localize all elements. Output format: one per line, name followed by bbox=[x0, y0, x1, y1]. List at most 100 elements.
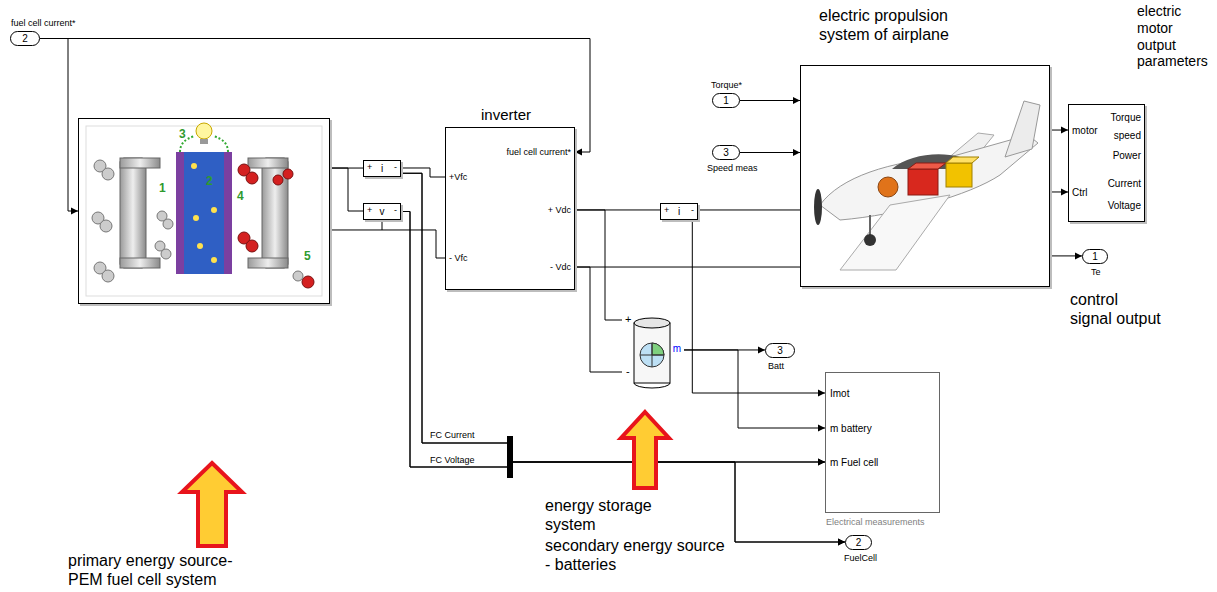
signal-name: FC Current bbox=[430, 430, 475, 441]
battery-block: +-m bbox=[622, 313, 684, 390]
signal-line bbox=[330, 168, 363, 211]
terminal-label: + bbox=[367, 162, 372, 173]
wire bbox=[684, 350, 825, 428]
terminal-label: - bbox=[691, 205, 694, 216]
port-number: 2 bbox=[846, 537, 871, 549]
block-heading: electric motor output parameters bbox=[1137, 3, 1213, 70]
signal-line bbox=[1050, 252, 1082, 259]
annotation: primary energy source- PEM fuel cell sys… bbox=[68, 551, 253, 589]
arrow-head bbox=[1061, 127, 1068, 134]
signal-line bbox=[401, 168, 445, 177]
arrow-head bbox=[818, 459, 825, 466]
wire bbox=[740, 100, 800, 101]
callout-number: 4 bbox=[237, 189, 244, 203]
arrow-head bbox=[838, 539, 845, 546]
port-label: motor bbox=[1072, 125, 1098, 137]
terminal-label: - bbox=[394, 162, 397, 173]
block-name: Electrical measurements bbox=[826, 517, 925, 528]
wire bbox=[330, 168, 363, 211]
signal-line bbox=[575, 210, 622, 320]
port-label: - Vdc bbox=[550, 262, 571, 273]
bus-selector: electric motor output parametersmotorCtr… bbox=[1068, 104, 1145, 222]
arrow-head bbox=[818, 390, 825, 397]
terminal-label: - bbox=[394, 205, 397, 216]
callout-number: 1 bbox=[159, 181, 166, 195]
signal-line bbox=[330, 230, 445, 258]
port-name: Te bbox=[1091, 267, 1101, 278]
arrow-head bbox=[818, 459, 825, 466]
airplane-illustration bbox=[800, 65, 1050, 287]
current-sensor: +i- bbox=[660, 203, 698, 220]
signal-name: Voltage bbox=[1108, 200, 1141, 212]
inport-block: 3Speed meas bbox=[712, 145, 740, 160]
signal-line bbox=[575, 267, 622, 372]
port-label: m battery bbox=[830, 423, 872, 435]
mux-bar bbox=[507, 436, 513, 478]
signal-name: speed bbox=[1114, 130, 1141, 142]
annotation: energy storage system bbox=[545, 496, 675, 534]
callout-number: 3 bbox=[179, 127, 186, 141]
signal-name: Power bbox=[1113, 150, 1141, 162]
port-name: FuelCell bbox=[844, 553, 877, 564]
signal-line bbox=[740, 97, 800, 104]
battery-illustration bbox=[634, 318, 670, 388]
port-name: Batt bbox=[768, 361, 784, 372]
block-heading: electric propulsion system of airplane bbox=[819, 6, 969, 44]
port-name: Speed meas bbox=[707, 163, 758, 174]
arrow-head bbox=[1061, 188, 1068, 195]
wire bbox=[40, 39, 78, 212]
inport-block: fuel cell current*2 bbox=[10, 31, 40, 46]
signal-name: Torque bbox=[1110, 112, 1141, 124]
arrow-head bbox=[758, 346, 765, 353]
signal-name: FC Voltage bbox=[430, 455, 475, 466]
terminal-label: + bbox=[367, 205, 372, 216]
port-label: m Fuel cell bbox=[830, 457, 878, 469]
port-name: Torque* bbox=[711, 80, 742, 91]
arrow-head bbox=[838, 539, 845, 546]
port-number: 1 bbox=[1083, 251, 1107, 263]
port-label: +Vfc bbox=[449, 172, 467, 183]
annotation: secondary energy source - batteries bbox=[545, 536, 729, 574]
signal-line bbox=[740, 149, 800, 156]
arrow-head bbox=[575, 149, 582, 156]
fuel-cell-illustration bbox=[78, 118, 330, 304]
callout-number: 2 bbox=[206, 174, 213, 188]
outport-block: 3Batt bbox=[765, 343, 795, 358]
annotation: control signal output bbox=[1070, 290, 1163, 328]
fuel-cell-block: 3 1 2 4 5 bbox=[78, 118, 330, 304]
voltage-sensor: +v- bbox=[363, 203, 401, 220]
callout-number: 5 bbox=[304, 249, 311, 263]
port-number: 3 bbox=[713, 147, 739, 159]
callout-arrow bbox=[621, 412, 669, 488]
arrow-head bbox=[71, 208, 78, 215]
terminal-label: - bbox=[626, 365, 630, 378]
port-number: 3 bbox=[766, 345, 794, 357]
terminal-label: + bbox=[664, 205, 669, 216]
propulsion-block: electric propulsion system of airplane bbox=[800, 65, 1050, 287]
wire bbox=[401, 168, 445, 177]
inverter-block: inverterfuel cell current*+Vfc- Vfc+ Vdc… bbox=[445, 127, 575, 290]
port-label: Imot bbox=[830, 388, 849, 400]
arrow-head bbox=[1075, 252, 1082, 259]
arrow-head bbox=[793, 97, 800, 104]
port-label: - Vfc bbox=[449, 253, 468, 264]
block-heading: inverter bbox=[481, 106, 531, 124]
arrow-head bbox=[793, 149, 800, 156]
signal-line bbox=[575, 267, 800, 268]
wire bbox=[575, 210, 622, 320]
signal-line bbox=[698, 209, 800, 210]
inport-block: Torque*1 bbox=[712, 93, 740, 108]
wire bbox=[330, 230, 445, 258]
outport-block: 1Te bbox=[1082, 249, 1108, 264]
callout-arrow bbox=[182, 463, 242, 546]
signal-line bbox=[1050, 188, 1068, 195]
arrow-head bbox=[818, 425, 825, 432]
port-number: 1 bbox=[713, 95, 739, 107]
current-sensor: +i- bbox=[363, 160, 401, 177]
measurement-block: Imotm batterym Fuel cellElectrical measu… bbox=[825, 372, 940, 513]
signal-line bbox=[684, 350, 825, 432]
outport-block: 2FuelCell bbox=[845, 535, 872, 550]
port-name: fuel cell current* bbox=[11, 18, 76, 29]
wire bbox=[575, 267, 800, 268]
